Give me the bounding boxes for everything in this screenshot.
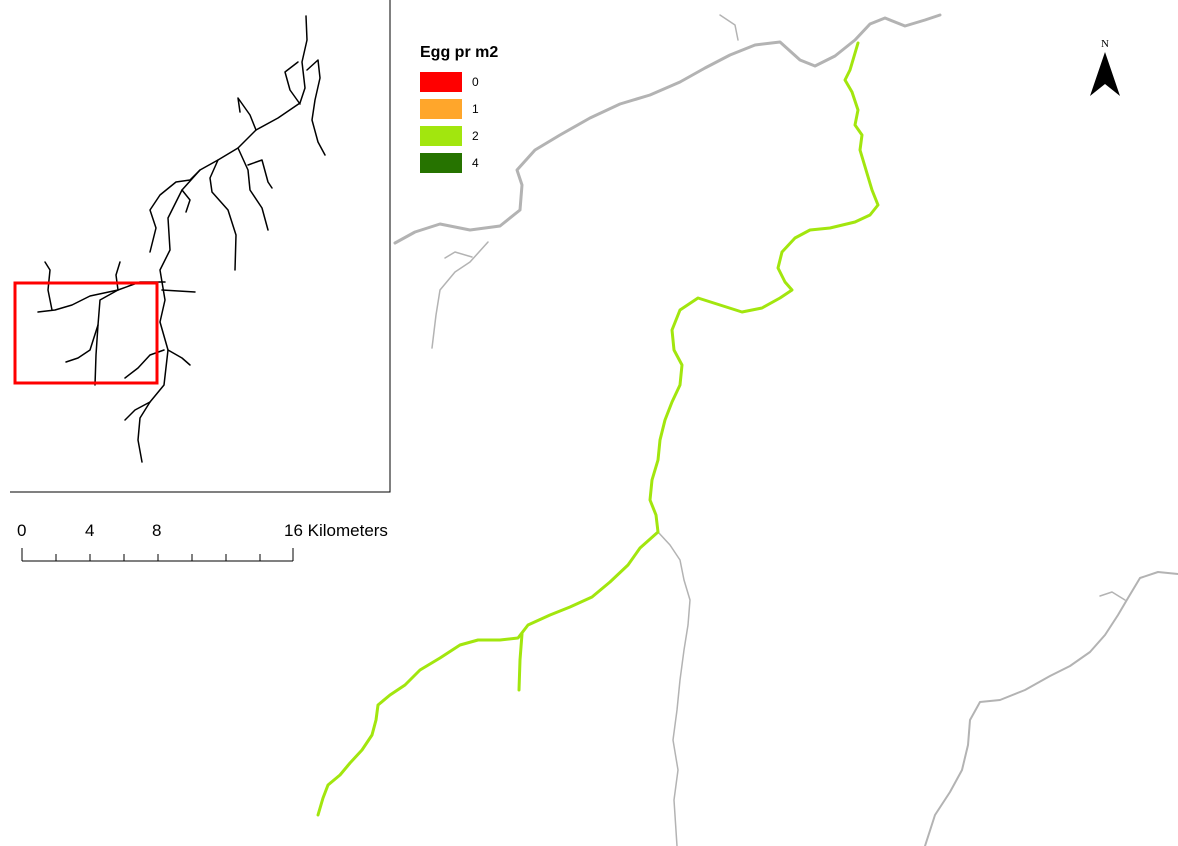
inset-frame	[10, 0, 391, 493]
scale-label-4: 4	[85, 521, 95, 540]
legend-item: 0	[420, 68, 498, 95]
highlighted-river-main	[316, 41, 880, 817]
background-rivers	[393, 13, 1178, 846]
highlighted-river	[316, 41, 880, 817]
inset-extent-box	[13, 281, 159, 385]
river-left-trib-2	[444, 251, 473, 259]
highlighted-river-trib	[517, 632, 524, 692]
legend: Egg pr m2 0 1 2 4	[420, 44, 498, 176]
legend-title: Egg pr m2	[420, 44, 499, 61]
legend-item: 1	[420, 95, 498, 122]
scale-bar	[21, 548, 294, 562]
river-right	[924, 571, 1178, 846]
scale-label-16-kilometers: 16 Kilometers	[284, 521, 388, 540]
legend-swatch	[420, 152, 462, 173]
legend-label: 2	[472, 128, 479, 143]
legend-swatch	[420, 98, 462, 119]
river-upper-main	[393, 13, 942, 245]
north-letter: N	[1101, 38, 1109, 50]
river-upper-trib	[719, 14, 739, 41]
north-arrow-icon	[1090, 52, 1120, 96]
inset-river-network	[37, 15, 326, 463]
river-left-trib	[431, 241, 489, 349]
legend-swatch	[420, 125, 462, 146]
legend-label: 0	[472, 74, 479, 89]
river-right-trib	[1099, 591, 1126, 601]
legend-item: 4	[420, 149, 498, 176]
scale-label-0: 0	[17, 521, 27, 540]
north-arrow: N	[1087, 38, 1123, 105]
river-middle	[657, 531, 691, 846]
inset-map	[10, 0, 391, 493]
legend-swatch	[420, 71, 462, 92]
legend-label: 4	[472, 155, 479, 170]
legend-item: 2	[420, 122, 498, 149]
scale-label-8: 8	[152, 521, 162, 540]
legend-label: 1	[472, 101, 479, 116]
